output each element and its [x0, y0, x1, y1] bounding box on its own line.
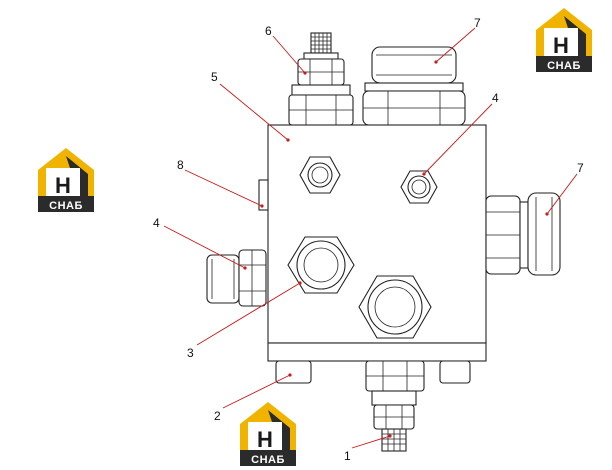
callout-5: 5	[211, 70, 218, 84]
callout-3: 3	[187, 346, 194, 360]
top-right-fitting	[362, 46, 466, 126]
logo-word: СНАБ	[547, 60, 581, 72]
callout-6: 6	[265, 24, 272, 38]
bottom-foot-right	[439, 360, 471, 384]
bottom-plate	[267, 342, 487, 362]
port-middle-left	[287, 236, 355, 294]
leader-lines	[163, 27, 578, 449]
callout-7-top: 7	[474, 16, 481, 30]
callout-4-left: 4	[153, 216, 160, 230]
callout-1: 1	[344, 449, 351, 463]
port-lower-center	[358, 275, 432, 339]
brand-logo-left: H СНАБ	[38, 148, 94, 212]
bottom-cartridge-valve	[365, 360, 425, 452]
logo-letter: H	[257, 427, 273, 452]
logo-letter: H	[55, 173, 71, 198]
side-plug	[258, 179, 269, 211]
left-fitting	[206, 249, 267, 307]
logo-word: СНАБ	[251, 454, 285, 466]
right-fitting	[485, 192, 561, 276]
brand-logo-bottom: H СНАБ	[240, 402, 296, 466]
callout-7-right: 7	[577, 161, 584, 175]
brand-logo-top-right: H СНАБ	[536, 8, 592, 72]
callout-8: 8	[177, 158, 184, 172]
logo-letter: H	[553, 33, 569, 58]
top-cartridge-valve	[288, 32, 354, 126]
callout-4-top: 4	[492, 91, 499, 105]
logo-word: СНАБ	[49, 200, 83, 212]
callout-2: 2	[214, 409, 221, 423]
port-upper-right	[400, 170, 438, 204]
port-upper-left	[299, 156, 341, 194]
